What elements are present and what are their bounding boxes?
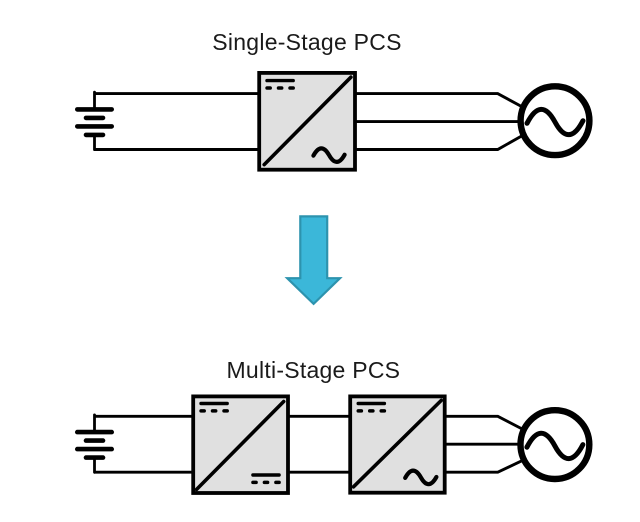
svg-text:Single-Stage PCS: Single-Stage PCS [212,29,401,55]
svg-text:Multi-Stage PCS: Multi-Stage PCS [227,357,401,383]
